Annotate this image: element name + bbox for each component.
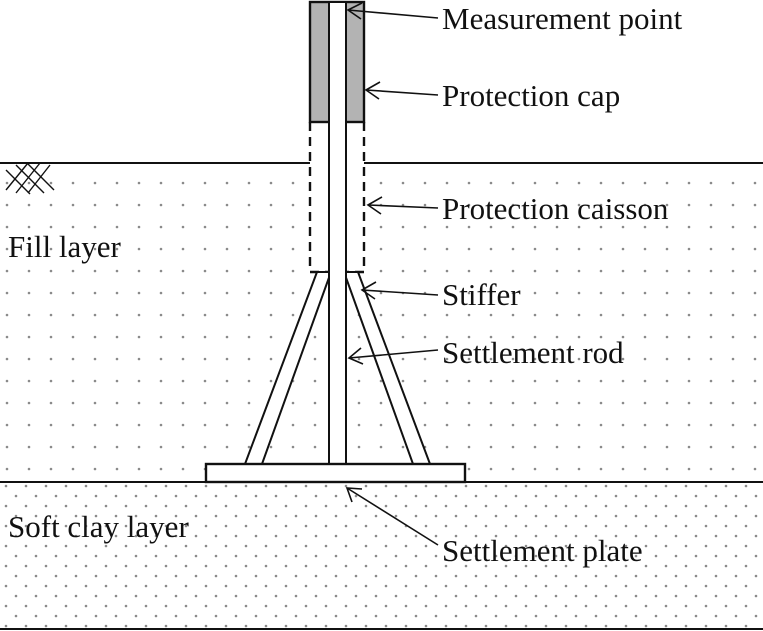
fill-layer-region — [0, 163, 763, 482]
measurement-point-label: Measurement point — [442, 1, 683, 36]
protection-cap-label: Protection cap — [442, 78, 620, 113]
arrow-settlement-plate — [345, 487, 439, 546]
settlement-plate — [204, 462, 467, 484]
settlement-plate-label: Settlement plate — [442, 533, 643, 568]
stiffer-label: Stiffer — [442, 277, 521, 312]
arrow-protection-caisson — [366, 196, 439, 215]
settlement-rod — [328, 1, 347, 465]
arrow-protection-cap — [364, 81, 439, 100]
arrow-stiffer — [360, 281, 439, 300]
ground-hatch-icon — [5, 162, 55, 195]
arrow-settlement-rod — [347, 347, 439, 365]
soft-clay-layer-label: Soft clay layer — [8, 509, 189, 544]
settlement-rod-label: Settlement rod — [442, 335, 624, 370]
arrow-measurement-point — [346, 2, 439, 20]
fill-layer-label: Fill layer — [8, 229, 121, 264]
soft-clay-layer-region — [0, 482, 763, 629]
protection-caisson-label: Protection caisson — [442, 191, 669, 226]
